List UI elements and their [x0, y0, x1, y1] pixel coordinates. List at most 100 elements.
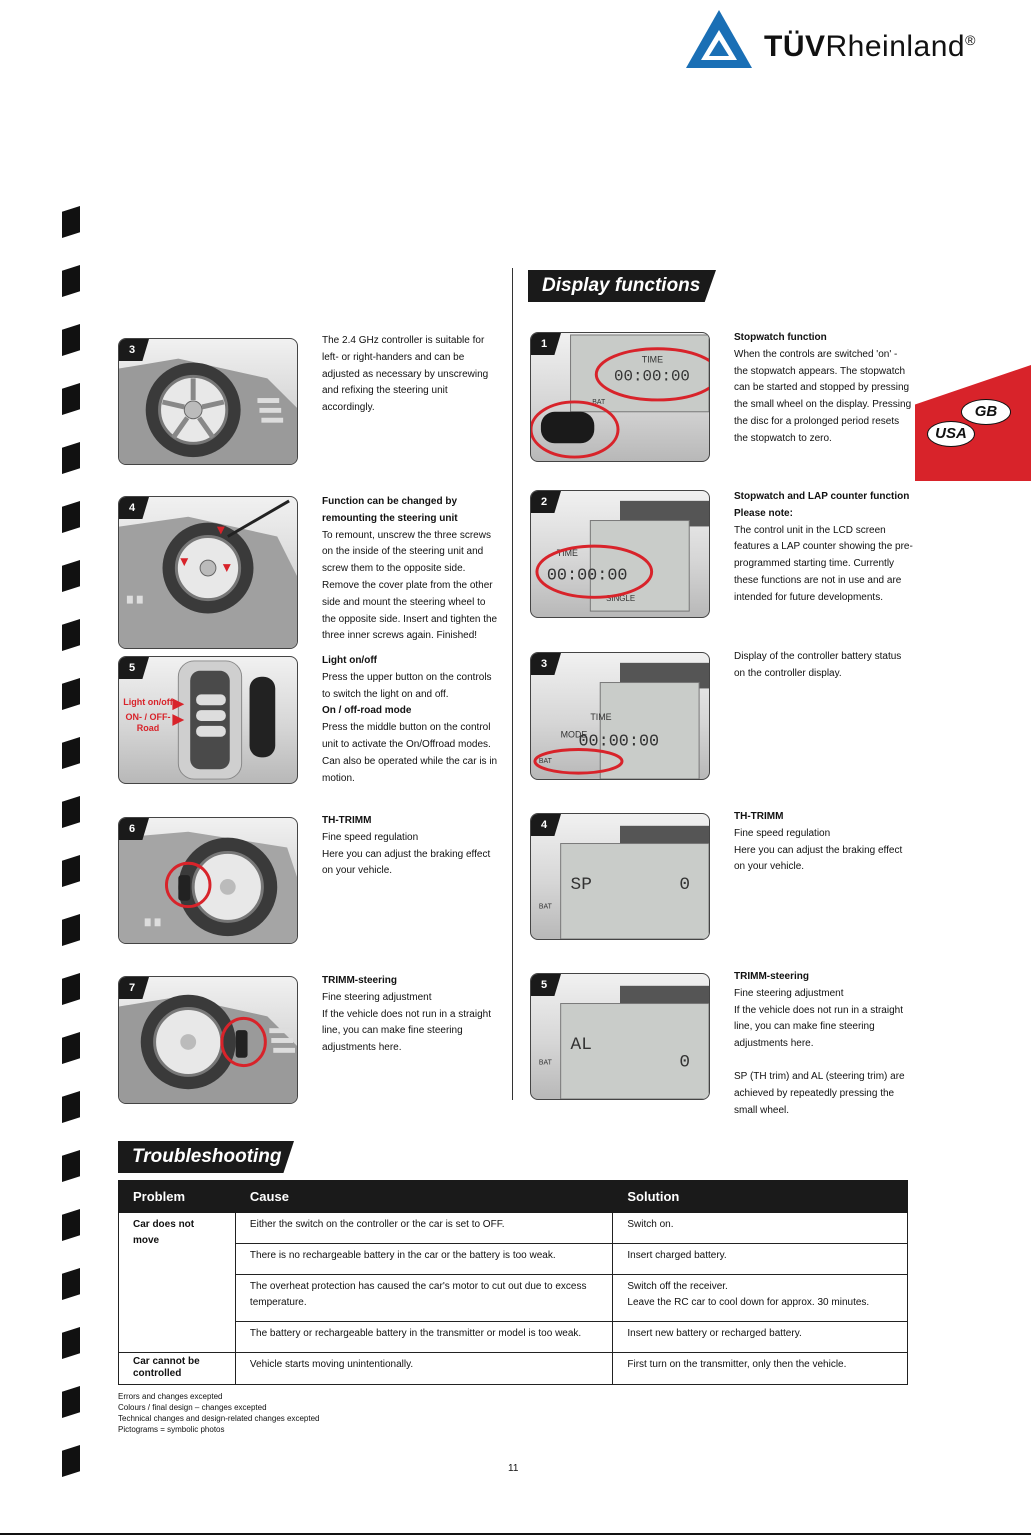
svg-text:BAT: BAT — [539, 758, 553, 765]
step-number: 7 — [119, 977, 149, 999]
step-6-text: TH-TRIMM Fine speed regulation Here you … — [322, 815, 491, 877]
margin-marker — [62, 1150, 80, 1182]
steering-wheel-screws-image — [119, 499, 297, 648]
tuv-triangle-icon — [686, 10, 752, 68]
step-number: 3 — [531, 653, 561, 675]
display-step-2-photo: 2 TIME 00:00:00 SINGLE — [530, 490, 710, 618]
step-number: 4 — [119, 497, 149, 519]
steering-trim-image — [119, 994, 297, 1103]
cause-cell: Vehicle starts moving unintentionally. — [234, 1352, 614, 1385]
margin-marker — [62, 1268, 80, 1300]
step-number: 6 — [119, 818, 149, 840]
margin-marker — [62, 265, 80, 297]
column-divider — [512, 268, 513, 1100]
table-row: Car cannot be controlled Vehicle starts … — [118, 1352, 908, 1385]
margin-marker — [62, 1386, 80, 1418]
step-number: 3 — [119, 339, 149, 361]
svg-text:TIME: TIME — [557, 548, 578, 558]
lcd-lap-counter-image: TIME 00:00:00 SINGLE — [535, 500, 709, 612]
footnotes: Errors and changes excepted Colours / fi… — [118, 1391, 319, 1435]
troubleshooting-table: Problem Cause Solution Car does not move… — [118, 1180, 908, 1385]
display-functions-header: Display functions — [528, 270, 716, 302]
margin-marker — [62, 855, 80, 887]
display-step-1-photo: 1 TIME 00:00:00 BAT — [530, 332, 710, 462]
margin-marker — [62, 619, 80, 651]
svg-text:0: 0 — [679, 1053, 690, 1073]
table-row: There is no rechargeable battery in the … — [119, 1243, 908, 1275]
margin-markers — [62, 206, 82, 1506]
step-number: 2 — [531, 491, 561, 513]
margin-marker — [62, 501, 80, 533]
display-step-5-text: TRIMM-steering Fine steering adjustment … — [734, 971, 905, 1116]
margin-marker — [62, 442, 80, 474]
margin-marker — [62, 914, 80, 946]
table-header-row: Problem Cause Solution — [118, 1180, 908, 1213]
margin-marker — [62, 1327, 80, 1359]
language-gb: GB — [961, 399, 1011, 425]
svg-text:0: 0 — [679, 875, 690, 895]
svg-text:BAT: BAT — [592, 399, 606, 406]
cause-cell: Either the switch on the controller or t… — [234, 1212, 614, 1244]
margin-marker — [62, 1032, 80, 1064]
svg-text:00:00:00: 00:00:00 — [547, 567, 628, 586]
language-usa: USA — [927, 421, 975, 447]
svg-text:SP: SP — [571, 875, 592, 895]
svg-text:TIME: TIME — [590, 712, 611, 722]
display-step-3-text: Display of the controller battery status… — [734, 651, 902, 679]
svg-text:AL: AL — [571, 1035, 592, 1055]
step-3-photo: 3 — [118, 338, 298, 465]
steering-wheel-image — [119, 358, 297, 464]
svg-text:BAT: BAT — [539, 903, 553, 910]
solution-cell: Switch on. — [612, 1212, 908, 1244]
step-7-text: TRIMM-steering Fine steering adjustment … — [322, 975, 491, 1054]
display-step-4-text: TH-TRIMM Fine speed regulation Here you … — [734, 811, 903, 873]
lcd-al-trim-image: AL 0 BAT — [539, 985, 709, 1099]
display-step-1-text: Stopwatch function When the controls are… — [734, 332, 912, 444]
step-3-text: The 2.4 GHz controller is suitable for l… — [322, 335, 489, 414]
solution-cell: Switch off the receiver. Leave the RC ca… — [612, 1274, 908, 1322]
svg-text:BAT: BAT — [539, 1060, 553, 1067]
solution-cell: First turn on the transmitter, only then… — [612, 1352, 908, 1385]
footnote: Technical changes and design-related cha… — [118, 1414, 320, 1423]
footnote: Pictograms = symbolic photos — [118, 1425, 225, 1434]
svg-text:00:00:00: 00:00:00 — [614, 367, 690, 385]
cause-cell: There is no rechargeable battery in the … — [234, 1243, 614, 1275]
on-off-road-label: ON- / OFF- Road — [125, 712, 171, 733]
page-number: 11 — [508, 1463, 519, 1474]
solution-cell: Insert charged battery. — [612, 1243, 908, 1275]
lcd-battery-image: TIME 00:00:00 MODE BAT — [533, 662, 709, 779]
display-step-4-photo: 4 SP 0 BAT — [530, 813, 710, 940]
svg-text:MODE: MODE — [561, 730, 588, 740]
step-number: 5 — [531, 974, 561, 996]
problem-cell: Car does not move — [118, 1212, 236, 1353]
display-step-3-photo: 3 TIME 00:00:00 MODE BAT — [530, 652, 710, 780]
tuv-rheinland-logo: TÜVRheinland® — [684, 8, 1014, 70]
display-step-5-photo: 5 AL 0 BAT — [530, 973, 710, 1100]
cause-cell: The overheat protection has caused the c… — [234, 1274, 614, 1322]
troubleshooting-header: Troubleshooting — [118, 1141, 294, 1173]
svg-text:SINGLE: SINGLE — [606, 594, 635, 603]
step-5-photo: 5 Light on/off ON- / OFF- Road — [118, 656, 298, 784]
table-row: The battery or rechargeable battery in t… — [119, 1321, 908, 1353]
margin-marker — [62, 383, 80, 415]
svg-text:TIME: TIME — [642, 355, 663, 365]
step-4-photo: 4 — [118, 496, 298, 649]
problem-cell: Car cannot be controlled — [118, 1352, 236, 1385]
step-4-text: Function can be changed by remounting th… — [322, 496, 498, 642]
lcd-sp-trim-image: SP 0 BAT — [539, 825, 709, 939]
step-number: 5 — [119, 657, 149, 679]
margin-marker — [62, 678, 80, 710]
margin-marker — [62, 796, 80, 828]
header-problem: Problem — [118, 1180, 236, 1213]
margin-marker — [62, 1445, 80, 1477]
cause-cell: The battery or rechargeable battery in t… — [234, 1321, 614, 1353]
footnote: Colours / final design – changes excepte… — [118, 1403, 267, 1412]
svg-text:00:00:00: 00:00:00 — [578, 733, 659, 752]
margin-marker — [62, 206, 80, 238]
margin-marker — [62, 1091, 80, 1123]
light-onoff-label: Light on/off — [123, 697, 173, 707]
controller-buttons-image — [172, 660, 276, 780]
margin-marker — [62, 973, 80, 1005]
margin-marker — [62, 560, 80, 592]
table-row: The overheat protection has caused the c… — [119, 1274, 908, 1322]
